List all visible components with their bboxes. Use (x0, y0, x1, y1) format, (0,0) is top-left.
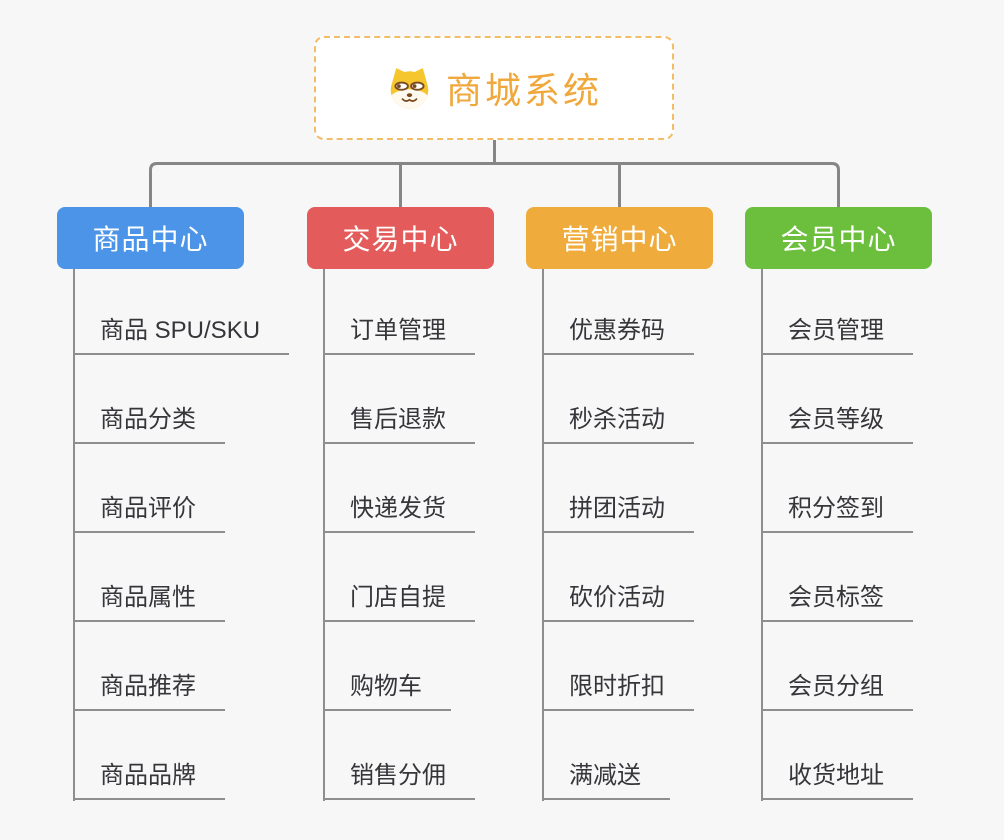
subtopic-item[interactable]: 拼团活动 (542, 493, 694, 533)
branch-column-member-center: 会员中心 会员管理 会员等级 积分签到 会员标签 会员分组 收货地址 (745, 207, 1004, 840)
subtopic-item[interactable]: 购物车 (323, 671, 451, 711)
subtopic-item[interactable]: 砍价活动 (542, 582, 694, 622)
root-topic-title: 商城系统 (445, 70, 602, 111)
subtopic-item[interactable]: 商品评价 (73, 493, 225, 533)
branch-trunk-line (323, 269, 325, 801)
branch-trunk-line (542, 269, 544, 801)
subtopic-item[interactable]: 会员等级 (761, 404, 913, 444)
branch-column-product-center: 商品中心 商品 SPU/SKU 商品分类 商品评价 商品属性 商品推荐 商品品牌 (57, 207, 317, 840)
subtopic-item[interactable]: 秒杀活动 (542, 404, 694, 444)
subtopic-item[interactable]: 商品属性 (73, 582, 225, 622)
subtopic-item[interactable]: 快递发货 (323, 493, 475, 533)
branch-connector-bracket (149, 162, 840, 208)
subtopic-item[interactable]: 商品品牌 (73, 760, 225, 800)
branch-topic-trade-center[interactable]: 交易中心 (307, 207, 494, 269)
subtopic-item[interactable]: 售后退款 (323, 404, 475, 444)
branch-column-marketing-center: 营销中心 优惠券码 秒杀活动 拼团活动 砍价活动 限时折扣 满减送 (526, 207, 786, 840)
subtopic-item[interactable]: 销售分佣 (323, 760, 475, 800)
branch-topic-marketing-center[interactable]: 营销中心 (526, 207, 713, 269)
branch-trunk-line (73, 269, 75, 801)
subtopic-item[interactable]: 商品 SPU/SKU (73, 315, 290, 355)
shiba-dog-icon (390, 67, 429, 109)
subtopic-item[interactable]: 门店自提 (323, 582, 475, 622)
subtopic-item[interactable]: 订单管理 (323, 315, 475, 355)
branch-trunk-line (761, 269, 763, 801)
root-topic[interactable]: 商城系统 (314, 36, 674, 140)
subtopic-item[interactable]: 会员标签 (761, 582, 913, 622)
subtopic-item[interactable]: 优惠券码 (542, 315, 694, 355)
branch-topic-member-center[interactable]: 会员中心 (745, 207, 932, 269)
subtopic-item[interactable]: 收货地址 (761, 760, 913, 800)
subtopic-item[interactable]: 商品分类 (73, 404, 225, 444)
subtopic-item[interactable]: 满减送 (542, 760, 670, 800)
subtopic-item[interactable]: 会员分组 (761, 671, 913, 711)
branch-column-trade-center: 交易中心 订单管理 售后退款 快递发货 门店自提 购物车 销售分佣 (307, 207, 567, 840)
subtopic-item[interactable]: 积分签到 (761, 493, 913, 533)
subtopic-item[interactable]: 限时折扣 (542, 671, 694, 711)
subtopic-item[interactable]: 会员管理 (761, 315, 913, 355)
branch-topic-product-center[interactable]: 商品中心 (57, 207, 244, 269)
subtopic-item[interactable]: 商品推荐 (73, 671, 225, 711)
